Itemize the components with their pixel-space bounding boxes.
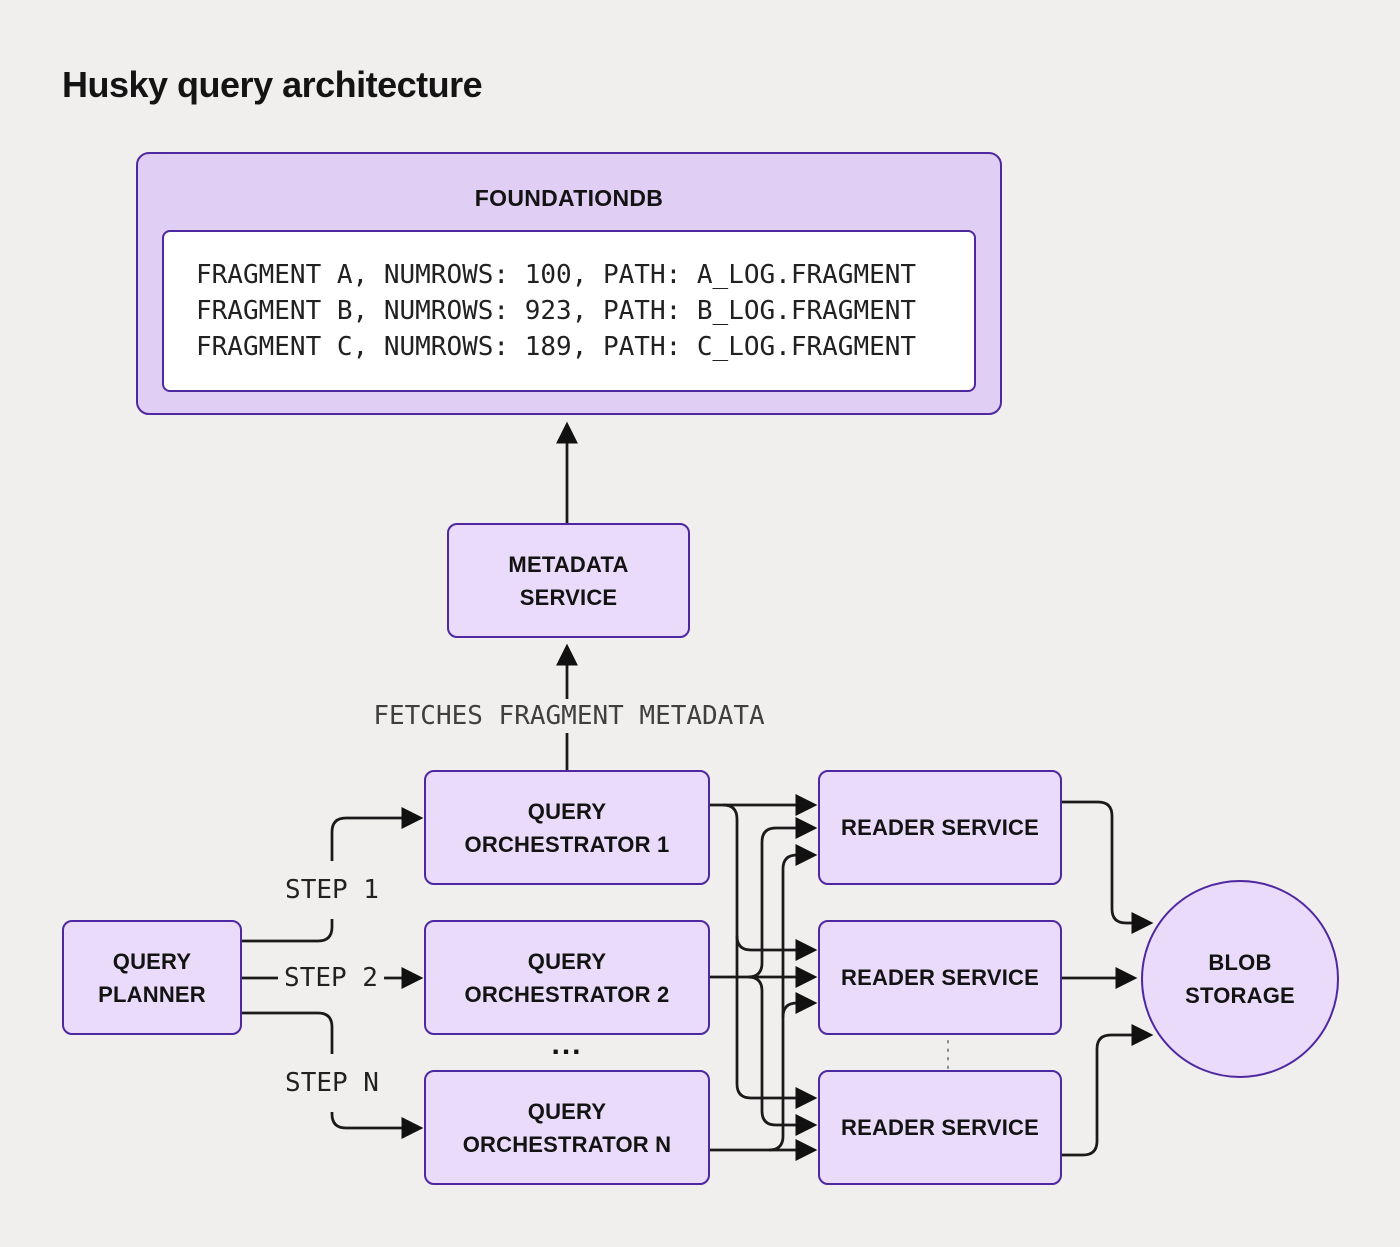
query-orchestrator-n-node: QUERY ORCHESTRATOR N bbox=[424, 1070, 710, 1185]
wire-orch1-reader2 bbox=[735, 935, 818, 961]
blob-storage-node: BLOB STORAGE bbox=[1141, 880, 1339, 1078]
wire-orchN-reader2 bbox=[781, 992, 818, 1018]
metadata-service-node: METADATA SERVICE bbox=[447, 523, 690, 638]
wire-orch2-reader1 bbox=[747, 817, 818, 979]
page-title: Husky query architecture bbox=[62, 64, 483, 105]
fragment-row-a: FRAGMENT A, NUMROWS: 100, PATH: A_LOG.FR… bbox=[196, 260, 917, 290]
fragment-row-c: FRAGMENT C, NUMROWS: 189, PATH: C_LOG.FR… bbox=[196, 332, 917, 362]
step-n-label: STEP N bbox=[280, 1054, 384, 1112]
step-1-label: STEP 1 bbox=[280, 861, 384, 919]
wire-orch1-reader3 bbox=[722, 803, 818, 1109]
wire-orchN-reader1 bbox=[768, 844, 818, 1152]
query-planner-label: QUERY PLANNER bbox=[98, 948, 206, 1007]
query-orchestrator-1-node: QUERY ORCHESTRATOR 1 bbox=[424, 770, 710, 885]
query-planner-node: QUERY PLANNER bbox=[62, 920, 242, 1035]
reader-service-3-node: READER SERVICE bbox=[818, 1070, 1062, 1185]
query-orchestrator-n-label: QUERY ORCHESTRATOR N bbox=[462, 1098, 672, 1157]
fragment-row-b: FRAGMENT B, NUMROWS: 923, PATH: B_LOG.FR… bbox=[196, 296, 917, 326]
wire-orch2-reader3 bbox=[747, 975, 818, 1136]
metadata-service-label: METADATA SERVICE bbox=[508, 551, 629, 610]
more-orchestrators-ellipsis: ... bbox=[551, 1028, 583, 1061]
reader-service-1-label: READER SERVICE bbox=[841, 815, 1039, 840]
query-orchestrator-1-label: QUERY ORCHESTRATOR 1 bbox=[464, 798, 670, 857]
reader-service-3-label: READER SERVICE bbox=[841, 1115, 1039, 1140]
reader-service-1-node: READER SERVICE bbox=[818, 770, 1062, 885]
foundationdb-title: FOUNDATIONDB bbox=[474, 185, 664, 211]
step-2-label: STEP 2 bbox=[278, 961, 384, 995]
query-orchestrator-2-node: QUERY ORCHESTRATOR 2 bbox=[424, 920, 710, 1035]
wire-reader3-blob bbox=[1062, 1024, 1154, 1157]
fetches-metadata-label: FETCHES FRAGMENT METADATA bbox=[365, 699, 773, 733]
wire-reader1-blob bbox=[1062, 800, 1154, 934]
query-orchestrator-2-label: QUERY ORCHESTRATOR 2 bbox=[464, 948, 670, 1007]
foundationdb-box: FOUNDATIONDB FRAGMENT A, NUMROWS: 100, P… bbox=[136, 152, 1002, 415]
reader-service-2-node: READER SERVICE bbox=[818, 920, 1062, 1035]
reader-service-2-label: READER SERVICE bbox=[841, 965, 1039, 990]
fragment-list-panel: FRAGMENT A, NUMROWS: 100, PATH: A_LOG.FR… bbox=[162, 230, 976, 392]
blob-storage-label: BLOB STORAGE bbox=[1185, 950, 1295, 1008]
